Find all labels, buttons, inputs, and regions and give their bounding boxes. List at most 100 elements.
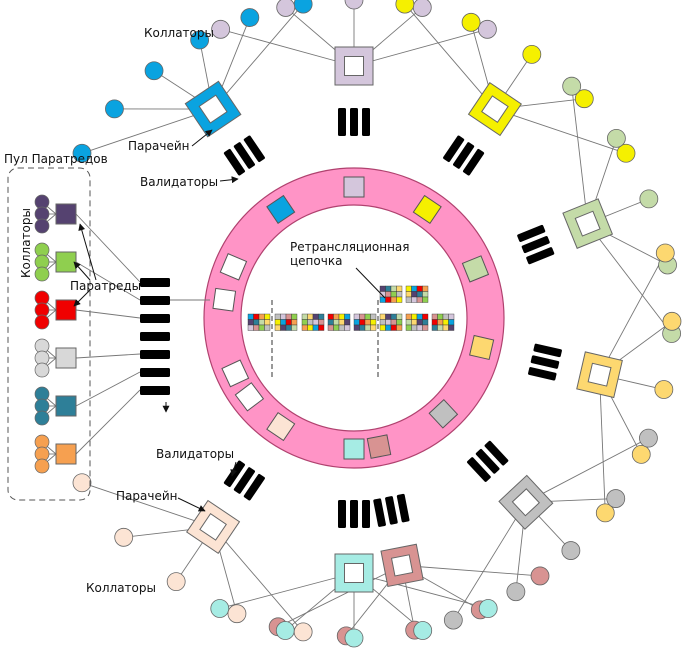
collator-node-gray: [506, 582, 526, 602]
collator-node-sage: [639, 189, 659, 209]
relay-block: [405, 285, 429, 303]
collator-node-yellow: [395, 0, 415, 14]
collator-node-yellow: [616, 143, 636, 163]
validator-bar: [373, 498, 386, 527]
arrow-parachain-bottom: [177, 497, 206, 512]
relay-slot-gold: [469, 334, 495, 361]
arrow-validators-bottom: [230, 461, 238, 477]
parathread-lightgray: [55, 347, 77, 369]
relay-block: [247, 313, 271, 331]
validators-aqua: [338, 500, 370, 528]
parathread-link: [75, 353, 141, 359]
collator-link: [81, 108, 214, 154]
relay-chain-slots: [212, 176, 495, 460]
parachain-block-gray: [498, 474, 554, 530]
collator-nodes: [72, 0, 682, 648]
collator-node-aqua: [344, 628, 364, 648]
collator-node-aqua: [478, 599, 498, 618]
collator-node-peach: [72, 473, 92, 493]
validator-bar: [350, 500, 358, 528]
validators-label-top: Валидаторы: [140, 175, 218, 189]
arrow-parachain-top: [191, 129, 213, 147]
parathread-link: [75, 261, 141, 301]
validators-sage: [517, 224, 555, 265]
collator-node-yellow: [574, 89, 594, 109]
parathreads-label: Паратреды: [70, 279, 141, 293]
validator-bar: [362, 500, 370, 528]
relay-slot-aqua: [343, 438, 365, 460]
collator-link: [402, 564, 541, 577]
collator-node-sage: [562, 76, 582, 96]
validator-bar: [338, 500, 346, 528]
validator-bar: [140, 278, 170, 287]
parathread-orange: [55, 443, 77, 465]
collator-node-gray: [639, 428, 658, 448]
relay-block: [379, 285, 403, 303]
relay-block: [301, 313, 325, 331]
validator-bar: [338, 108, 346, 136]
collator-node-gold: [655, 243, 675, 263]
validator-bar: [140, 386, 170, 395]
validator-bar: [140, 296, 170, 305]
arrow-validators-top: [219, 176, 239, 184]
validator-bar: [453, 142, 475, 169]
validator-bar: [467, 457, 491, 482]
validators-label-bottom: Валидаторы: [156, 447, 234, 461]
pool-collator-lightgray: [34, 362, 50, 378]
validators-rose: [373, 493, 410, 527]
validators-lilac: [338, 108, 370, 136]
collator-link: [525, 437, 649, 503]
pool-collator-red: [34, 314, 50, 330]
parathread-pool-label: Пул Паратредов: [4, 152, 108, 166]
collator-link: [571, 86, 589, 224]
parathread-link: [75, 309, 141, 319]
validator-bar: [140, 332, 170, 341]
collators-label-bottom: Коллаторы: [86, 581, 156, 595]
parathread-link: [75, 389, 141, 455]
collator-link: [219, 572, 355, 609]
collator-node-yellow: [522, 44, 542, 64]
parachain-block-aqua: [334, 553, 374, 593]
validator-bar: [475, 448, 500, 474]
validator-bar: [517, 224, 546, 242]
validator-bar: [350, 108, 358, 136]
parachain-block-blue: [184, 80, 242, 138]
validator-bar: [140, 368, 170, 377]
collator-node-blue: [144, 61, 164, 81]
relay-block: [379, 313, 403, 331]
collator-node-rose: [530, 566, 550, 586]
collator-node-blue: [240, 8, 260, 27]
parachain-label-top: Парачейн: [128, 139, 189, 153]
validator-bar: [243, 473, 265, 501]
parachain-block-peach: [186, 499, 241, 554]
collator-node-aqua: [275, 621, 295, 640]
parathread-green: [55, 251, 77, 273]
validator-bar: [533, 343, 562, 358]
collator-node-lilac: [276, 0, 296, 17]
validator-bar: [396, 493, 410, 523]
collator-node-lilac: [412, 0, 432, 17]
collators-label-top: Коллаторы: [144, 26, 214, 40]
arrow-parathreads-2: [78, 223, 97, 281]
relay-slot-yellow: [412, 194, 442, 224]
validator-bar: [526, 247, 555, 265]
parathread-link: [75, 213, 141, 283]
relay-chain-label-2: цепочка: [290, 254, 342, 268]
validators-gray: [467, 440, 509, 482]
collator-node-yellow: [461, 12, 481, 32]
parathread-teal: [55, 395, 77, 417]
collator-node-gray: [561, 541, 581, 560]
relay-block: [274, 313, 298, 331]
validator-bar: [443, 135, 465, 163]
relay-block: [353, 313, 377, 331]
validator-bar: [223, 148, 246, 176]
collator-node-peach: [227, 604, 247, 624]
validator-groups: [223, 108, 562, 528]
relay-slot-empty: [219, 253, 248, 281]
collator-node-gold: [654, 380, 674, 399]
collator-link: [599, 252, 666, 375]
collator-node-aqua: [210, 599, 230, 618]
validators-gold: [528, 343, 562, 381]
parachain-block-gold: [576, 351, 623, 399]
